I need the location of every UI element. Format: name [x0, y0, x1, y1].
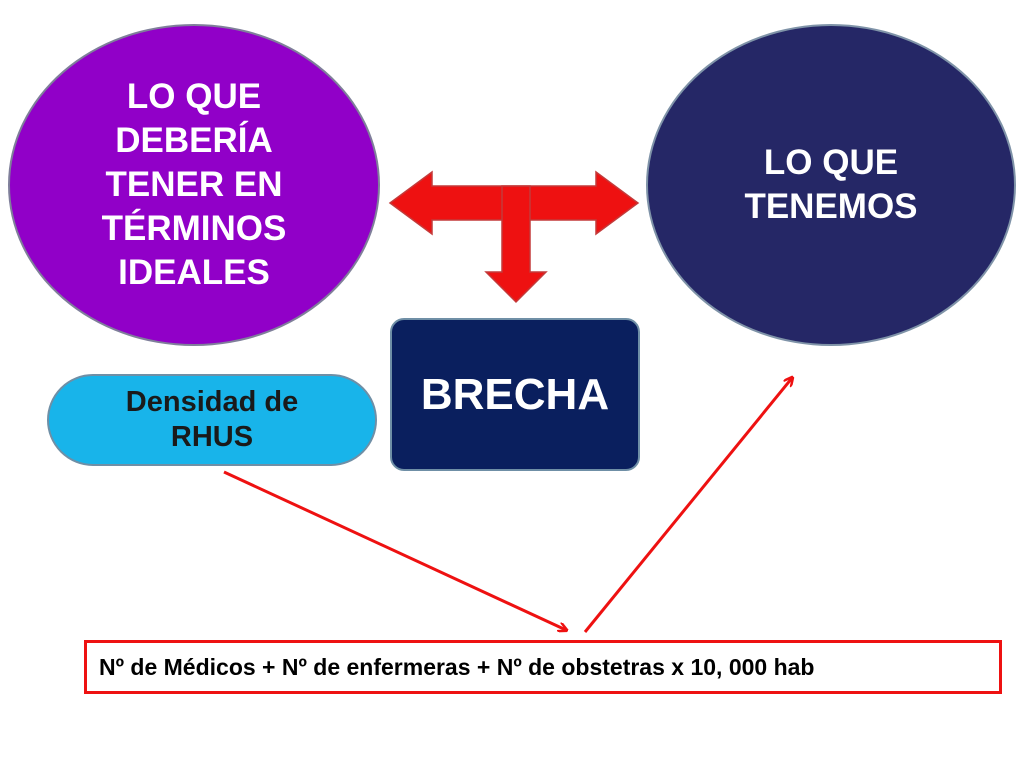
arrow-formula-to-tenemos — [583, 378, 792, 633]
ideal-line: DEBERÍA — [115, 121, 273, 160]
tenemos-line: TENEMOS — [744, 187, 918, 226]
tenemos-ellipse: LO QUE TENEMOS — [646, 24, 1016, 346]
formula-box: Nº de Médicos + Nº de enfermeras + Nº de… — [84, 640, 1002, 694]
ideal-ellipse: LO QUE DEBERÍA TENER EN TÉRMINOS IDEALES — [8, 24, 380, 346]
ideal-line: TENER EN — [105, 165, 283, 204]
brecha-label: BRECHA — [420, 369, 610, 419]
densidad-line: RHUS — [170, 421, 254, 453]
densidad-pill: Densidad de RHUS — [47, 374, 377, 466]
ideal-line: IDEALES — [118, 253, 270, 292]
down-arrow — [484, 185, 548, 304]
formula-text: Nº de Médicos + Nº de enfermeras + Nº de… — [99, 653, 815, 680]
tenemos-line: LO QUE — [763, 143, 899, 182]
ideal-label: LO QUE DEBERÍA TENER EN TÉRMINOS IDEALES — [102, 75, 287, 295]
ideal-line: TÉRMINOS — [101, 209, 287, 248]
brecha-box: BRECHA — [390, 318, 640, 471]
arrow-densidad-to-formula — [223, 470, 566, 630]
densidad-line: Densidad de — [125, 386, 299, 418]
tenemos-label: LO QUE TENEMOS — [744, 141, 917, 229]
ideal-line: LO QUE — [126, 77, 262, 116]
densidad-label: Densidad de RHUS — [126, 385, 298, 455]
